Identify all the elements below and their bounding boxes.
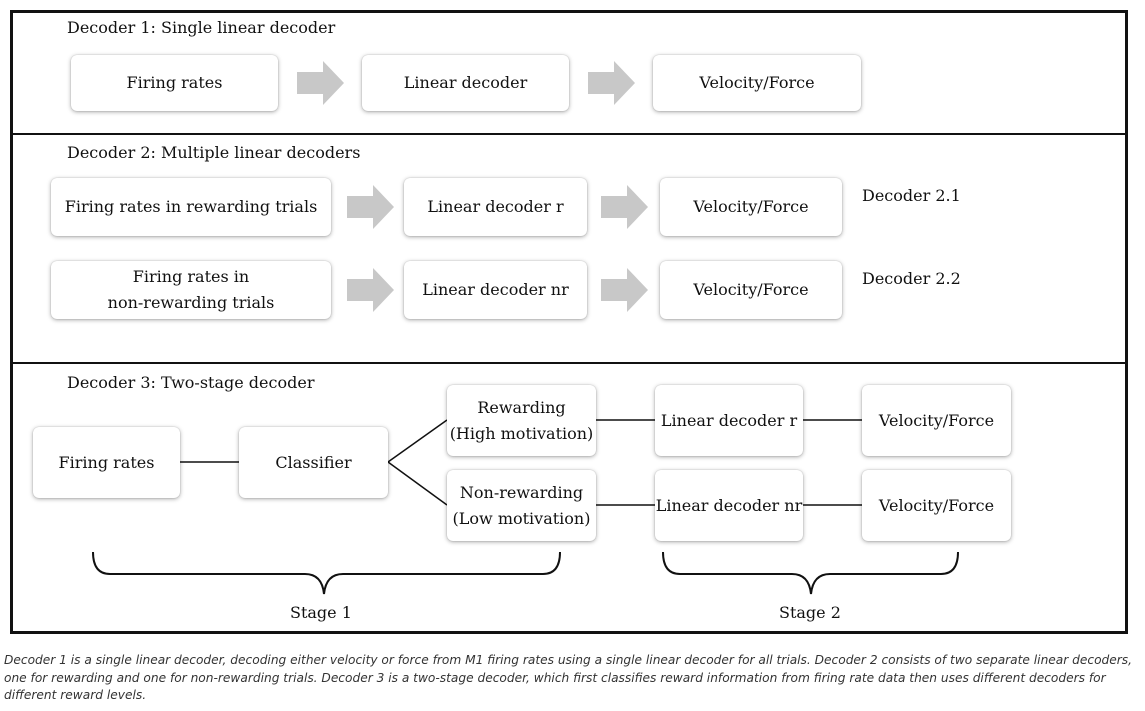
- decoder2-row2-arrow-2-icon: [601, 268, 648, 312]
- figure-caption: Decoder 1 is a single linear decoder, de…: [4, 653, 1133, 702]
- decoder3-velocity-force-bottom-box: Velocity/Force: [862, 470, 1011, 541]
- section-divider-2: [10, 362, 1128, 364]
- decoder2-title: Decoder 2: Multiple linear decoders: [67, 143, 361, 162]
- decoder2-row2-arrow-1-icon: [347, 268, 394, 312]
- section-divider-1: [10, 133, 1128, 135]
- decoder2-row1-velocity-force-box: Velocity/Force: [660, 178, 842, 236]
- decoder1-arrow-1-icon: [297, 61, 344, 105]
- decoder1-firing-rates-box: Firing rates: [71, 55, 278, 111]
- decoder3-title: Decoder 3: Two-stage decoder: [67, 373, 315, 392]
- decoder3-classifier-box: Classifier: [239, 427, 388, 498]
- decoder2-row1-linear-decoder-box: Linear decoder r: [404, 178, 587, 236]
- decoder2-row1-arrow-1-icon: [347, 185, 394, 229]
- decoder3-rewarding-box: Rewarding (High motivation): [447, 385, 596, 456]
- decoder3-non-rewarding-box: Non-rewarding (Low motivation): [447, 470, 596, 541]
- decoder3-linear-decoder-nr-box: Linear decoder nr: [655, 470, 803, 541]
- decoder1-velocity-force-box: Velocity/Force: [653, 55, 861, 111]
- decoder3-linear-decoder-r-box: Linear decoder r: [655, 385, 803, 456]
- decoder3-velocity-force-top-box: Velocity/Force: [862, 385, 1011, 456]
- decoder1-title: Decoder 1: Single linear decoder: [67, 18, 336, 37]
- decoder2-row2-velocity-force-box: Velocity/Force: [660, 261, 842, 319]
- decoder3-firing-rates-box: Firing rates: [33, 427, 180, 498]
- decoder2-row1-firing-rates-box: Firing rates in rewarding trials: [51, 178, 331, 236]
- stage1-label: Stage 1: [290, 603, 352, 622]
- decoder1-linear-decoder-box: Linear decoder: [362, 55, 569, 111]
- decoder2-1-label: Decoder 2.1: [862, 186, 961, 205]
- decoder2-row2-linear-decoder-box: Linear decoder nr: [404, 261, 587, 319]
- decoder1-arrow-2-icon: [588, 61, 635, 105]
- decoder2-2-label: Decoder 2.2: [862, 269, 961, 288]
- diagram-frame: [10, 10, 1128, 634]
- decoder2-row2-firing-rates-box: Firing rates in non-rewarding trials: [51, 261, 331, 319]
- stage2-label: Stage 2: [779, 603, 841, 622]
- decoder2-row1-arrow-2-icon: [601, 185, 648, 229]
